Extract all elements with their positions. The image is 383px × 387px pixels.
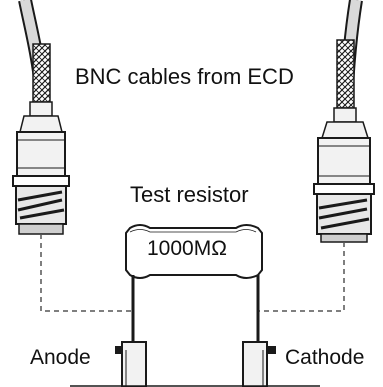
right-connector-body	[317, 137, 371, 185]
resistor-value-label: 1000MΩ	[147, 237, 227, 260]
dashed-connections	[40, 234, 345, 312]
left-connector-tip	[18, 223, 64, 235]
cathode-label: Cathode	[285, 346, 365, 369]
right-bnc-cable	[313, 0, 375, 243]
left-dashed-line	[40, 234, 133, 312]
cables-label: BNC cables from ECD	[75, 64, 294, 89]
right-dashed-line	[258, 242, 345, 312]
left-strain-relief	[29, 101, 53, 117]
left-cable-braid	[32, 43, 51, 103]
anode-terminal	[115, 341, 147, 387]
cathode-terminal	[242, 341, 276, 387]
left-connector-collar	[12, 175, 70, 187]
right-connector-collar	[313, 183, 375, 195]
anode-label: Anode	[30, 346, 91, 369]
left-connector-body	[16, 131, 66, 177]
test-resistor-label: Test resistor	[130, 182, 249, 207]
left-bnc-cable	[12, 0, 70, 235]
resistor-leads	[131, 275, 260, 348]
right-cable-braid	[336, 39, 355, 109]
right-connector-tip	[320, 233, 368, 243]
right-strain-relief	[333, 107, 357, 123]
